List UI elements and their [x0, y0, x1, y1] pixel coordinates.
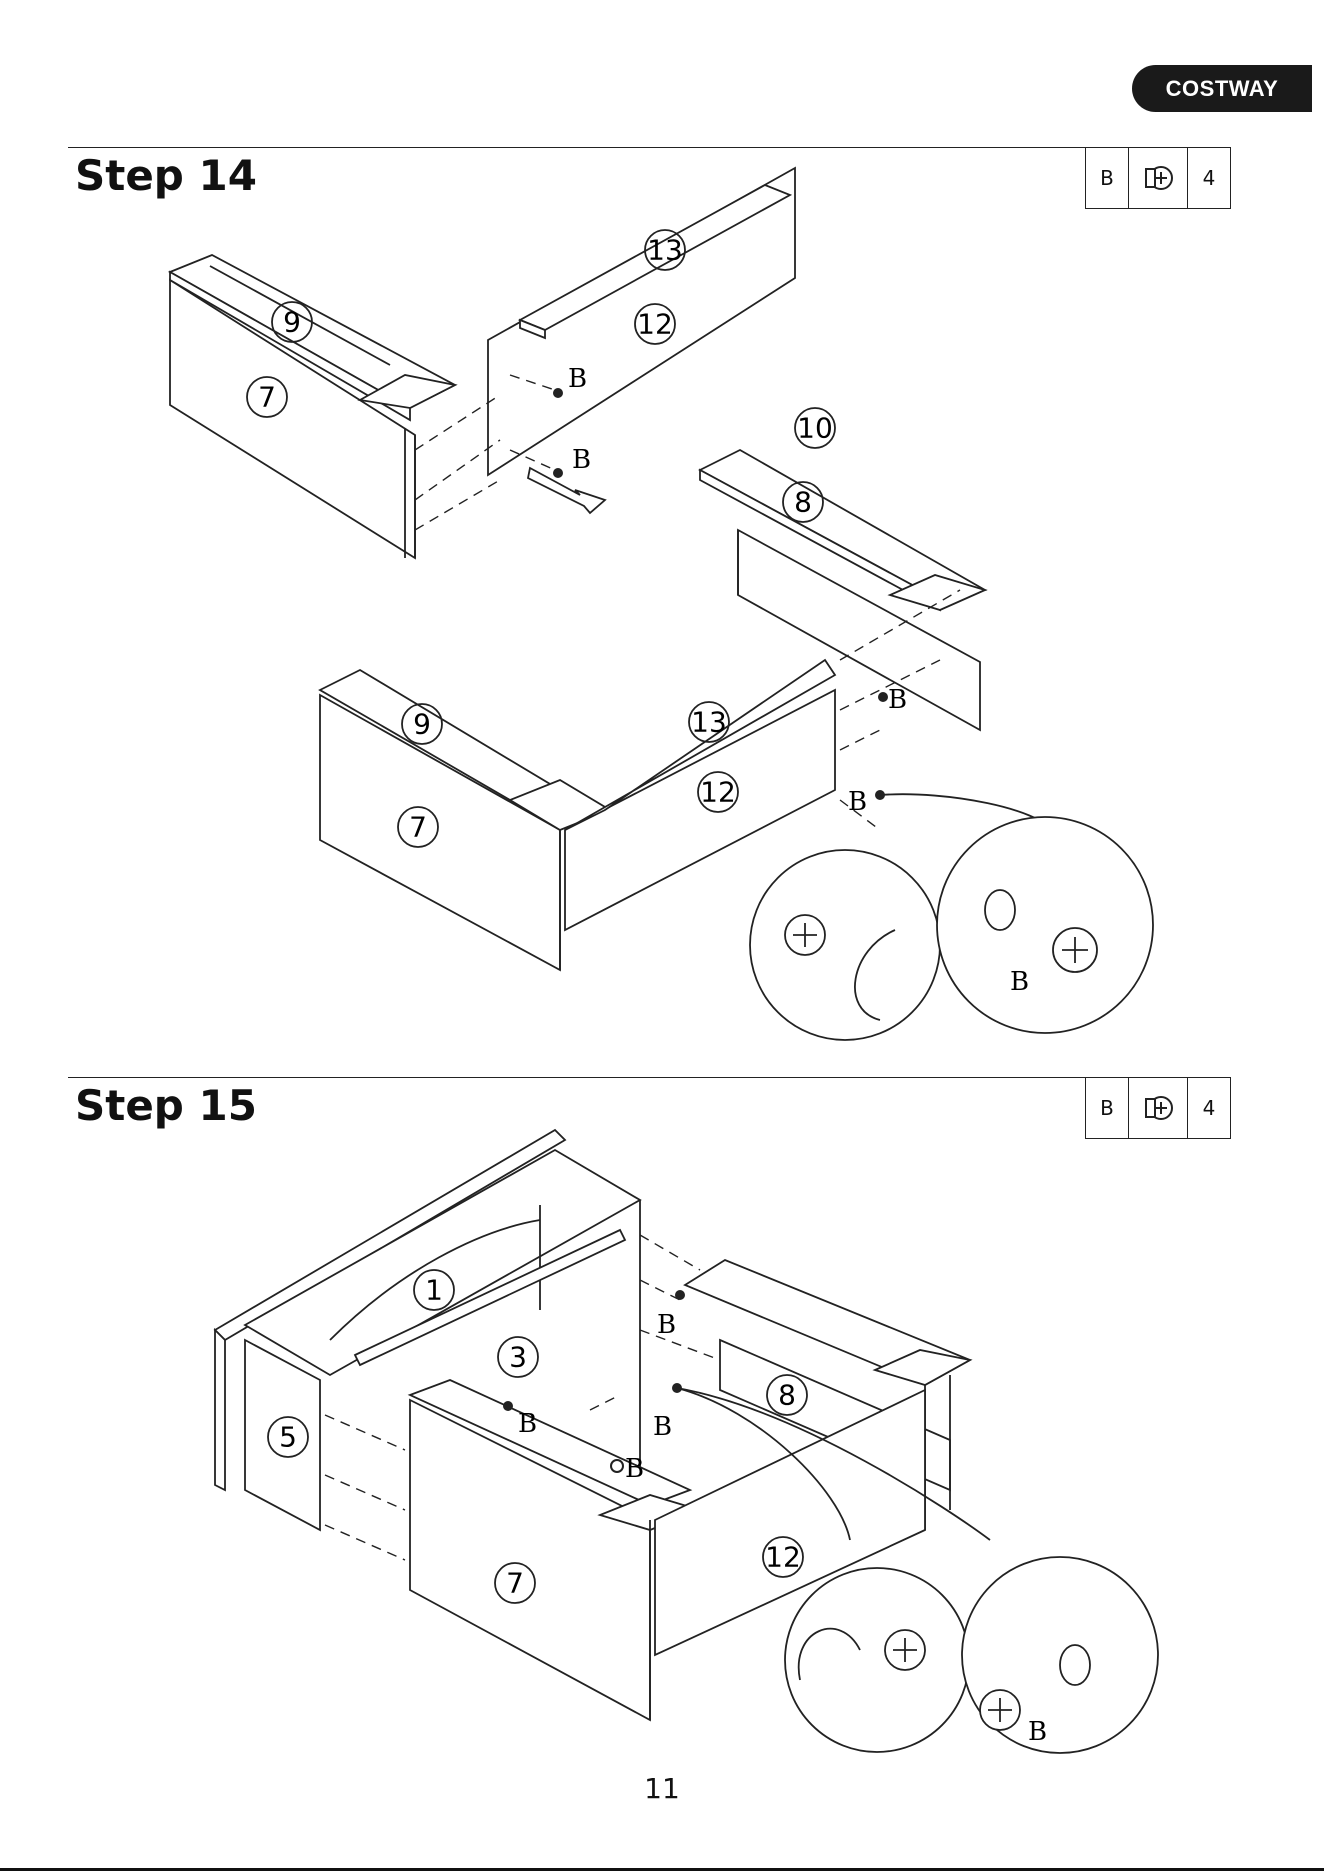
detail-screwdriver — [785, 1568, 969, 1752]
bottom-divider — [0, 1868, 1324, 1871]
part-label-12b: 12 — [698, 772, 738, 812]
svg-text:7: 7 — [258, 381, 276, 414]
svg-text:9: 9 — [413, 708, 431, 741]
step-divider — [68, 147, 1229, 148]
hardware-label: B — [888, 685, 907, 715]
panel-7-assembly — [170, 255, 455, 558]
page-number: 11 — [0, 1772, 1324, 1805]
hardware-label: B — [1010, 967, 1029, 997]
svg-text:9: 9 — [283, 306, 301, 339]
svg-text:3: 3 — [509, 1341, 527, 1374]
svg-text:12: 12 — [765, 1541, 801, 1574]
part-label-12a: 12 — [635, 304, 675, 344]
svg-text:13: 13 — [691, 706, 727, 739]
svg-text:10: 10 — [797, 412, 833, 445]
hardware-label: B — [1028, 1717, 1047, 1747]
hardware-label: B — [572, 445, 591, 475]
svg-text:8: 8 — [794, 486, 812, 519]
step-divider — [68, 1077, 1229, 1078]
svg-text:7: 7 — [506, 1567, 524, 1600]
part-label-3: 3 — [498, 1337, 538, 1377]
part-label-13a: 13 — [645, 230, 685, 270]
hardware-label: B — [657, 1310, 676, 1340]
brand-logo: COSTWAY — [1132, 65, 1312, 112]
svg-text:7: 7 — [409, 811, 427, 844]
hardware-label: B — [848, 787, 867, 817]
part-label-12: 12 — [763, 1537, 803, 1577]
svg-text:13: 13 — [647, 234, 683, 267]
panel-8-assembly — [700, 450, 985, 730]
detail-screwdriver — [750, 850, 940, 1040]
hardware-label: B — [518, 1409, 537, 1439]
svg-text:5: 5 — [279, 1421, 297, 1454]
step-14-diagram: 13 9 12 7 10 8 9 13 12 7 B B B B B — [0, 150, 1324, 1060]
svg-text:1: 1 — [425, 1274, 443, 1307]
svg-text:12: 12 — [700, 776, 736, 809]
svg-text:12: 12 — [637, 308, 673, 341]
svg-text:8: 8 — [778, 1379, 796, 1412]
part-label-10: 10 — [795, 408, 835, 448]
hardware-label: B — [625, 1454, 644, 1484]
hardware-label: B — [568, 364, 587, 394]
step-15-diagram: 1 3 5 8 7 12 B B B B B — [0, 1110, 1324, 1790]
part-label-13b: 13 — [689, 702, 729, 742]
direction-arrow — [528, 468, 605, 513]
hardware-label: B — [653, 1412, 672, 1442]
detail-cam-lock — [937, 817, 1153, 1033]
